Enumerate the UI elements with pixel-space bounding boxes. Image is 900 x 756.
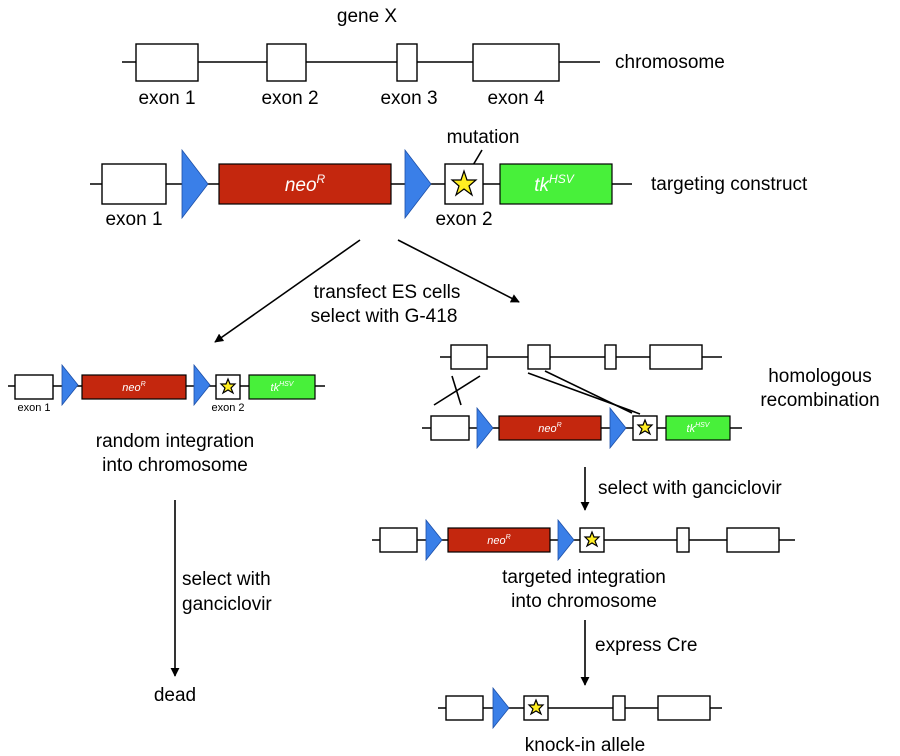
recombination-label: recombination [760,390,879,411]
targeted-neo-label: neoR [487,534,510,547]
arrow-to-homologous-recombination [397,239,520,303]
ganciclovir-label: ganciclovir [182,594,272,615]
random-tk-hsv-label: tkHSV [271,381,295,394]
hr-loxp-2 [609,406,627,450]
targeted-exon-3 [676,527,690,553]
neo-cassette [218,163,392,205]
random-integration-label-line1: random integration [96,431,254,452]
random-loxp-1 [61,363,79,407]
select-with-label: select with [182,569,271,590]
loxp-site-1 [181,148,209,220]
tk-hsv-label: tkHSV [534,172,574,196]
knockin-loxp [492,686,510,730]
random-exon-2-label: exon 2 [211,402,244,414]
crossover-line-right-2 [544,370,633,414]
exon-3-box [396,43,418,82]
random-tk-hsv-cassette [248,374,316,400]
hr-construct-exon-1 [430,415,470,441]
targeted-integration-label-line2: into chromosome [511,591,657,612]
crossover-line-left-2 [451,375,462,406]
crossover-line-right-1 [527,372,641,415]
loxp-site-2 [404,148,432,220]
exon-2-box [266,43,307,82]
random-integration-branch: neoR tkHSV exon 1 exon 2 random integrat… [8,363,325,706]
construct-exon-2-label: exon 2 [435,209,492,230]
targeted-exon-4 [726,527,780,553]
neo-label: neoR [285,172,326,196]
random-integration-label-line2: into chromosome [102,455,248,476]
select-with-ganciclovir-label: select with ganciclovir [598,478,782,499]
exon-3-label: exon 3 [380,88,437,109]
homologous-label: homologous [768,366,872,387]
construct-exon-2-box [444,163,484,205]
exon-1-box [135,43,199,82]
homologous-recombination-branch: neoR tkHSV homologous recombination sele… [372,344,880,756]
targeted-exon-1 [379,527,418,553]
random-loxp-2 [193,363,211,407]
targeted-loxp-1 [425,518,443,562]
arrow-to-random-integration [214,239,361,343]
gene-x-title: gene X [337,6,398,27]
hr-chromosome-exon-4 [649,344,703,370]
hr-tk-hsv-label: tkHSV [687,422,711,435]
random-neo-label: neoR [122,381,145,394]
knockin-exon-1 [445,695,484,721]
targeted-neo-cassette [447,527,551,553]
knockin-allele-label: knock-in allele [525,735,645,756]
exon-4-box [472,43,560,82]
hr-neo-cassette [498,415,602,441]
hr-chromosome-exon-3 [604,344,617,370]
hr-tk-hsv-cassette [665,415,731,441]
random-exon-1-box [14,374,54,400]
exon-4-label: exon 4 [487,88,544,109]
construct-exon-1-label: exon 1 [105,209,162,230]
transfect-label-line1: transfect ES cells [314,282,461,303]
hr-chromosome-exon-2 [527,344,551,370]
construct-exon-1-box [101,163,167,205]
mutation-star-icon [450,169,478,197]
gene-x-chromosome: gene X exon 1 exon 2 exon 3 exon 4 chrom… [122,6,725,109]
hr-neo-label: neoR [538,422,561,435]
random-neo-cassette [81,374,187,400]
exon-2-label: exon 2 [261,88,318,109]
targeted-integration-label-line1: targeted integration [502,567,666,588]
targeted-loxp-2 [557,518,575,562]
transfect-label-line2: select with G-418 [311,306,458,327]
dead-label: dead [154,685,196,706]
express-cre-label: express Cre [595,635,697,656]
knockin-exon-3 [612,695,626,721]
targeting-construct: mutation neoR tkHSV exon 1 exon 2 target… [90,127,808,230]
random-exon-1-label: exon 1 [17,402,50,414]
random-mutation-star-icon [219,377,237,395]
hr-chromosome-exon-1 [450,344,488,370]
transfection-step: transfect ES cells select with G-418 [214,239,520,343]
knockin-exon-4 [657,695,711,721]
hr-mutation-star-icon [636,418,654,436]
mutation-label: mutation [447,127,520,148]
targeting-construct-label: targeting construct [651,174,808,195]
chromosome-label: chromosome [615,52,725,73]
targeted-mutation-star-icon [583,530,601,548]
hr-loxp-1 [476,406,494,450]
tk-hsv-cassette [499,163,613,205]
knockin-mutation-star-icon [527,698,545,716]
exon-1-label: exon 1 [138,88,195,109]
